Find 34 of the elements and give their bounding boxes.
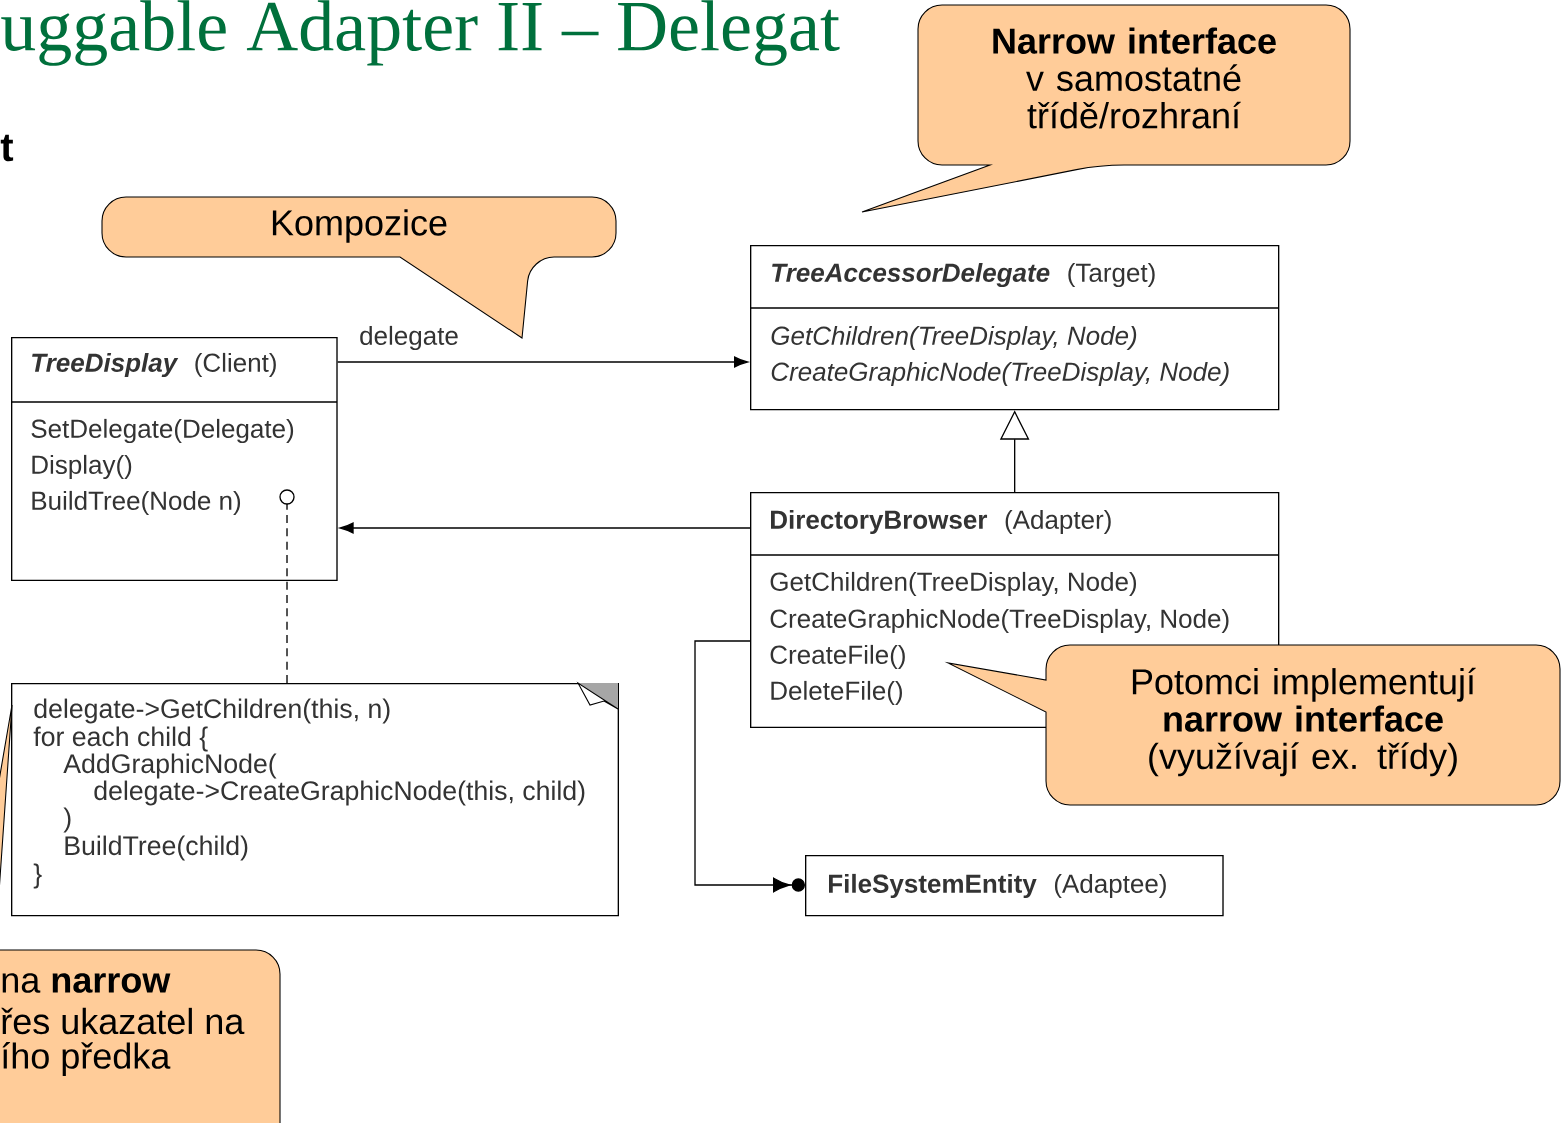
stereotype-label: (Adapter) <box>1005 509 1111 535</box>
operation-text: Display() <box>32 454 132 480</box>
class-name: TreeAccessorDelegate <box>772 262 1050 288</box>
connector <box>339 522 751 534</box>
connector <box>694 640 805 893</box>
code-line: delegate->GetChildren(this, n) <box>34 698 390 724</box>
code-line: } <box>33 863 42 889</box>
class-name: FileSystemEntity <box>829 873 1037 899</box>
code-line: for each child { <box>33 726 208 752</box>
class-name: TreeDisplay <box>32 352 179 378</box>
code-line: BuildTree(child) <box>65 835 248 861</box>
code-line: AddGraphicNode( <box>63 753 277 779</box>
title: uggable Adapter II – Delegat <box>1 0 840 66</box>
code-line: ) <box>63 807 71 833</box>
stereotype-label: (Target) <box>1068 262 1155 288</box>
operation-text: CreateFile() <box>770 644 905 670</box>
connector <box>279 489 295 684</box>
operation-text: CreateGraphicNode(TreeDisplay, Node) <box>770 608 1229 634</box>
callout-text: Narrow interface v samostatné třídě/rozhraní <box>993 27 1276 129</box>
operation-text: SetDelegate(Delegate) <box>31 418 294 444</box>
operation-text: GetChildren(TreeDisplay, Node) <box>770 571 1137 597</box>
callout-text: Kompozice <box>272 209 447 243</box>
operation-text: CreateGraphicNode(TreeDisplay, Node) <box>771 361 1229 387</box>
heading-fragment: t <box>0 134 14 162</box>
edge-label: delegate <box>357 324 461 352</box>
stereotype-label: (Client) <box>195 352 276 378</box>
operation-text: GetChildren(TreeDisplay, Node) <box>771 325 1137 351</box>
operation-text: DeleteFile() <box>771 680 902 706</box>
callout-text: Potomci implementují narrow interface (využívají ex. třídy) <box>1132 667 1476 777</box>
operation-text: BuildTree(Node n) <box>32 490 241 516</box>
stereotype-label: (Adaptee) <box>1054 873 1166 899</box>
connector <box>337 356 748 368</box>
class-name: DirectoryBrowser <box>771 509 988 535</box>
code-line: delegate->CreateGraphicNode(this, child) <box>94 780 585 806</box>
